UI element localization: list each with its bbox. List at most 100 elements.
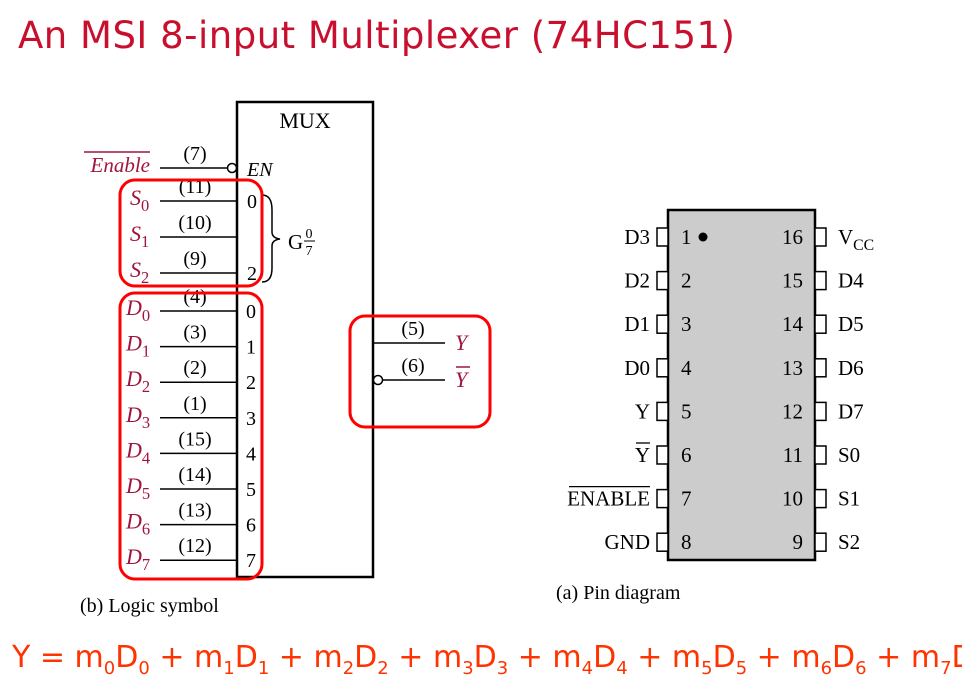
pin-number: 13 xyxy=(782,356,803,380)
formula-data: D xyxy=(832,640,856,675)
pin-stub xyxy=(656,227,669,247)
pin-number: 5 xyxy=(681,399,692,423)
chip-body xyxy=(666,208,817,562)
select-inner-label: 0 xyxy=(247,191,257,213)
data-inner-label: 4 xyxy=(246,443,256,465)
select-highlight-box xyxy=(118,178,264,288)
pin-number: 10 xyxy=(782,487,803,511)
pin-number: (3) xyxy=(183,322,206,344)
pin-label-left: D3 xyxy=(624,225,650,249)
formula-plus: + xyxy=(269,640,314,675)
formula-data: D xyxy=(234,640,258,675)
pin-stub xyxy=(814,488,827,509)
pin-number: (5) xyxy=(401,318,424,340)
select-label-0: S0 xyxy=(130,185,149,215)
group-label-sup: 0 xyxy=(306,227,313,242)
pin-label-left: Y xyxy=(635,443,650,467)
pin-diagram-caption: (a) Pin diagram xyxy=(556,582,681,604)
formula-minterm: m xyxy=(194,640,224,675)
pin-number: 7 xyxy=(681,487,692,511)
pin-number: (13) xyxy=(178,500,211,522)
data-inner-label: 0 xyxy=(246,301,256,323)
data-input-label-2: D2 xyxy=(125,366,150,396)
data-inner-label: 1 xyxy=(246,337,256,359)
formula-data: D xyxy=(115,640,139,675)
select-inner-label: 2 xyxy=(247,263,257,285)
formula-data: D xyxy=(473,640,497,675)
formula-subscript: 4 xyxy=(581,658,594,679)
data-input-label-1: D1 xyxy=(125,331,150,361)
brace-icon xyxy=(261,194,281,283)
pin-stub xyxy=(814,532,827,552)
formula-data: D xyxy=(593,640,617,675)
pin-number: 12 xyxy=(782,399,803,423)
formula-plus: + xyxy=(747,640,792,675)
select-label-2: S2 xyxy=(130,257,149,287)
data-inner-label: 2 xyxy=(246,372,256,394)
formula-subscript: 0 xyxy=(103,658,116,679)
pin-number: (1) xyxy=(183,393,206,415)
group-label-sub: 7 xyxy=(306,244,313,259)
formula-data: D xyxy=(354,640,378,675)
formula-subscript: 4 xyxy=(616,658,628,679)
formula-minterm: m xyxy=(552,640,582,675)
pin-stub xyxy=(656,270,669,291)
mux-block xyxy=(235,100,375,579)
formula-minterm: m xyxy=(74,640,104,675)
pin-number: 14 xyxy=(782,312,804,336)
pin-label-right: S2 xyxy=(838,530,860,554)
pin-number: (10) xyxy=(178,212,211,234)
data-input-label-0: D0 xyxy=(125,295,150,325)
output-label-1: Y xyxy=(455,367,470,392)
pin-number: 9 xyxy=(793,530,804,554)
formula-plus: + xyxy=(627,640,672,675)
formula-equals: = xyxy=(30,640,75,675)
formula-minterm: m xyxy=(791,640,821,675)
pin-stub xyxy=(814,270,827,291)
formula-subscript: 2 xyxy=(377,658,389,679)
pin-label-right: D5 xyxy=(838,312,864,336)
data-inner-label: 7 xyxy=(246,550,256,572)
pin1-dot-icon xyxy=(698,232,708,242)
pin-label-left: Y xyxy=(635,399,650,423)
formula-subscript: 2 xyxy=(342,658,355,679)
formula-minterm: m xyxy=(432,640,463,675)
pin-stub xyxy=(656,314,669,334)
formula-subscript: 5 xyxy=(701,658,713,679)
data-inner-label: 3 xyxy=(246,408,256,430)
formula-subscript: 5 xyxy=(735,658,748,679)
output-label-0: Y xyxy=(455,330,470,355)
logic-symbol-caption: (b) Logic symbol xyxy=(80,595,219,617)
pin-stub xyxy=(814,401,827,422)
formula-lhs: Y xyxy=(12,640,31,675)
pin-label-left: ENABLE xyxy=(567,487,650,511)
pin-label-left: D2 xyxy=(624,269,650,293)
pin-label-right: D7 xyxy=(838,399,864,423)
pin-label-left: GND xyxy=(605,530,651,554)
enable-inner-label: EN xyxy=(246,159,274,181)
formula-subscript: 6 xyxy=(855,658,867,679)
group-label: G xyxy=(288,230,303,254)
pin-number: 1 xyxy=(681,225,692,249)
data-inner-label: 5 xyxy=(246,479,256,501)
pin-number: (12) xyxy=(178,535,211,557)
pin-stub xyxy=(814,358,827,378)
pin-stub xyxy=(656,532,669,552)
data-inner-label: 6 xyxy=(246,515,256,537)
pin-number: (4) xyxy=(183,286,206,308)
pin-label-right: D4 xyxy=(838,269,864,293)
pin-label-right: S1 xyxy=(838,487,860,511)
formula-minterm: m xyxy=(313,640,343,675)
data-input-label-7: D7 xyxy=(125,544,150,574)
pin-number: 6 xyxy=(681,443,692,467)
pin-label-right: D6 xyxy=(838,356,864,380)
pin-label-right: VCC xyxy=(838,225,874,254)
enable-label: Enable xyxy=(90,153,150,177)
formula-subscript: 0 xyxy=(138,658,150,679)
formula-plus: + xyxy=(508,640,553,675)
output-formula: Y = m0D0 + m1D1 + m2D2 + m3D3 + m4D4 + m… xyxy=(12,640,962,679)
pin-number: 8 xyxy=(681,530,692,554)
pin-number: (9) xyxy=(183,248,206,270)
